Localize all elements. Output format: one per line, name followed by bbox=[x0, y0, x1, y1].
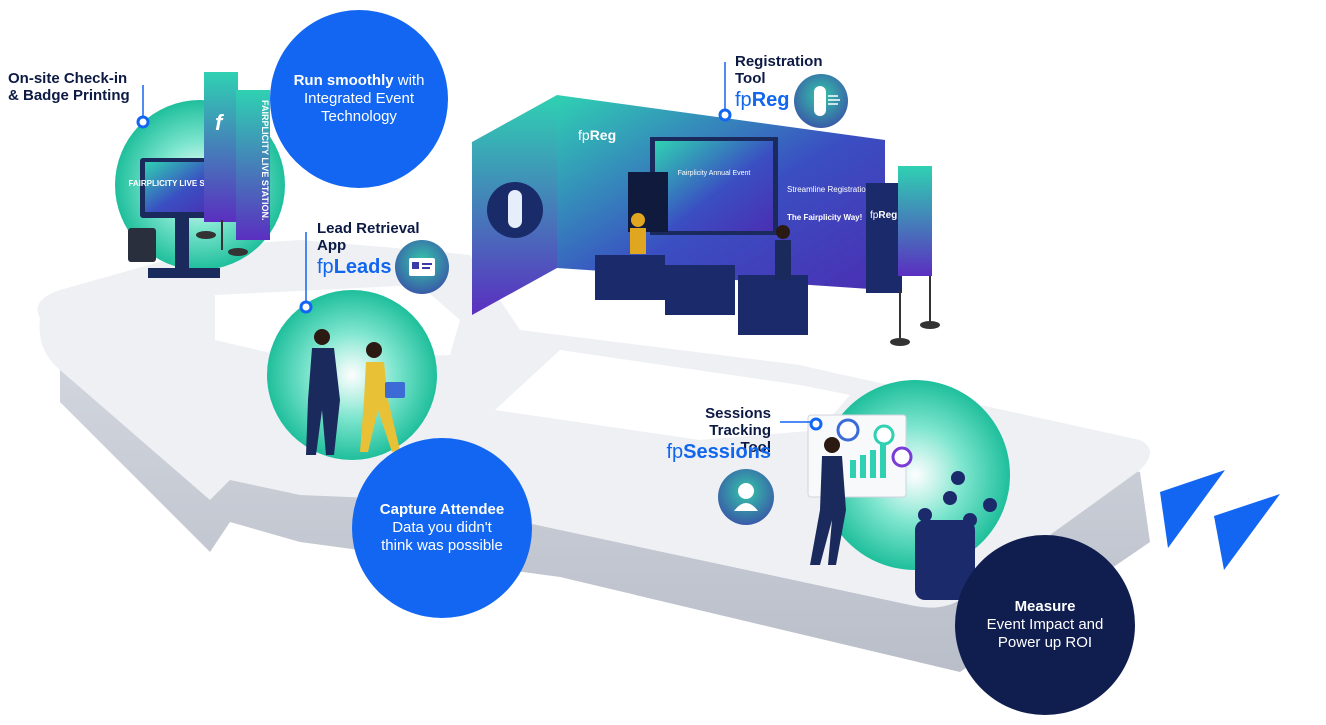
fpsessions-brand: fpSessions bbox=[666, 441, 771, 463]
checkin-label: On-site Check-in& Badge Printing bbox=[8, 70, 130, 104]
booth-tagline: Streamline Registration... bbox=[787, 185, 877, 194]
booth-logo: fpReg bbox=[578, 127, 616, 143]
fpreg-brand: fpReg bbox=[735, 89, 790, 111]
sessions-scene bbox=[807, 380, 1010, 600]
registration-pen-icon bbox=[794, 74, 848, 128]
lead-retrieval-scene bbox=[267, 290, 437, 460]
screen-title: Fairplicity Annual Event bbox=[678, 170, 751, 177]
booth-tagline-2: The Fairplicity Way! bbox=[787, 213, 862, 222]
run-smoothly-bubble: Run smoothly with Integrated Event Techn… bbox=[270, 10, 448, 188]
direction-arrows bbox=[1160, 470, 1280, 570]
measure-bubble: Measure Event Impact and Power up ROI bbox=[955, 535, 1135, 715]
banner-logo-icon: f bbox=[215, 110, 225, 135]
registration-booth: fpReg Fairplicity Annual Event Streamlin… bbox=[472, 95, 940, 346]
connector-dots bbox=[136, 108, 823, 431]
banner-logo: fpReg bbox=[870, 210, 897, 221]
checkin-station: FAIRPLICITY LIVE STATION. FAIRPLICITY LI… bbox=[115, 72, 285, 278]
attendee-icon bbox=[718, 469, 774, 525]
badge-card-icon bbox=[395, 240, 449, 294]
capture-attendee-bubble: Capture Attendee Data you didn't think w… bbox=[352, 438, 532, 618]
fpleads-brand: fpLeads bbox=[317, 256, 392, 278]
banner-text: FAIRPLICITY LIVE STATION. bbox=[260, 100, 270, 221]
kiosk-screen-text: FAIRPLICITY LIVE STATION. bbox=[128, 179, 235, 188]
